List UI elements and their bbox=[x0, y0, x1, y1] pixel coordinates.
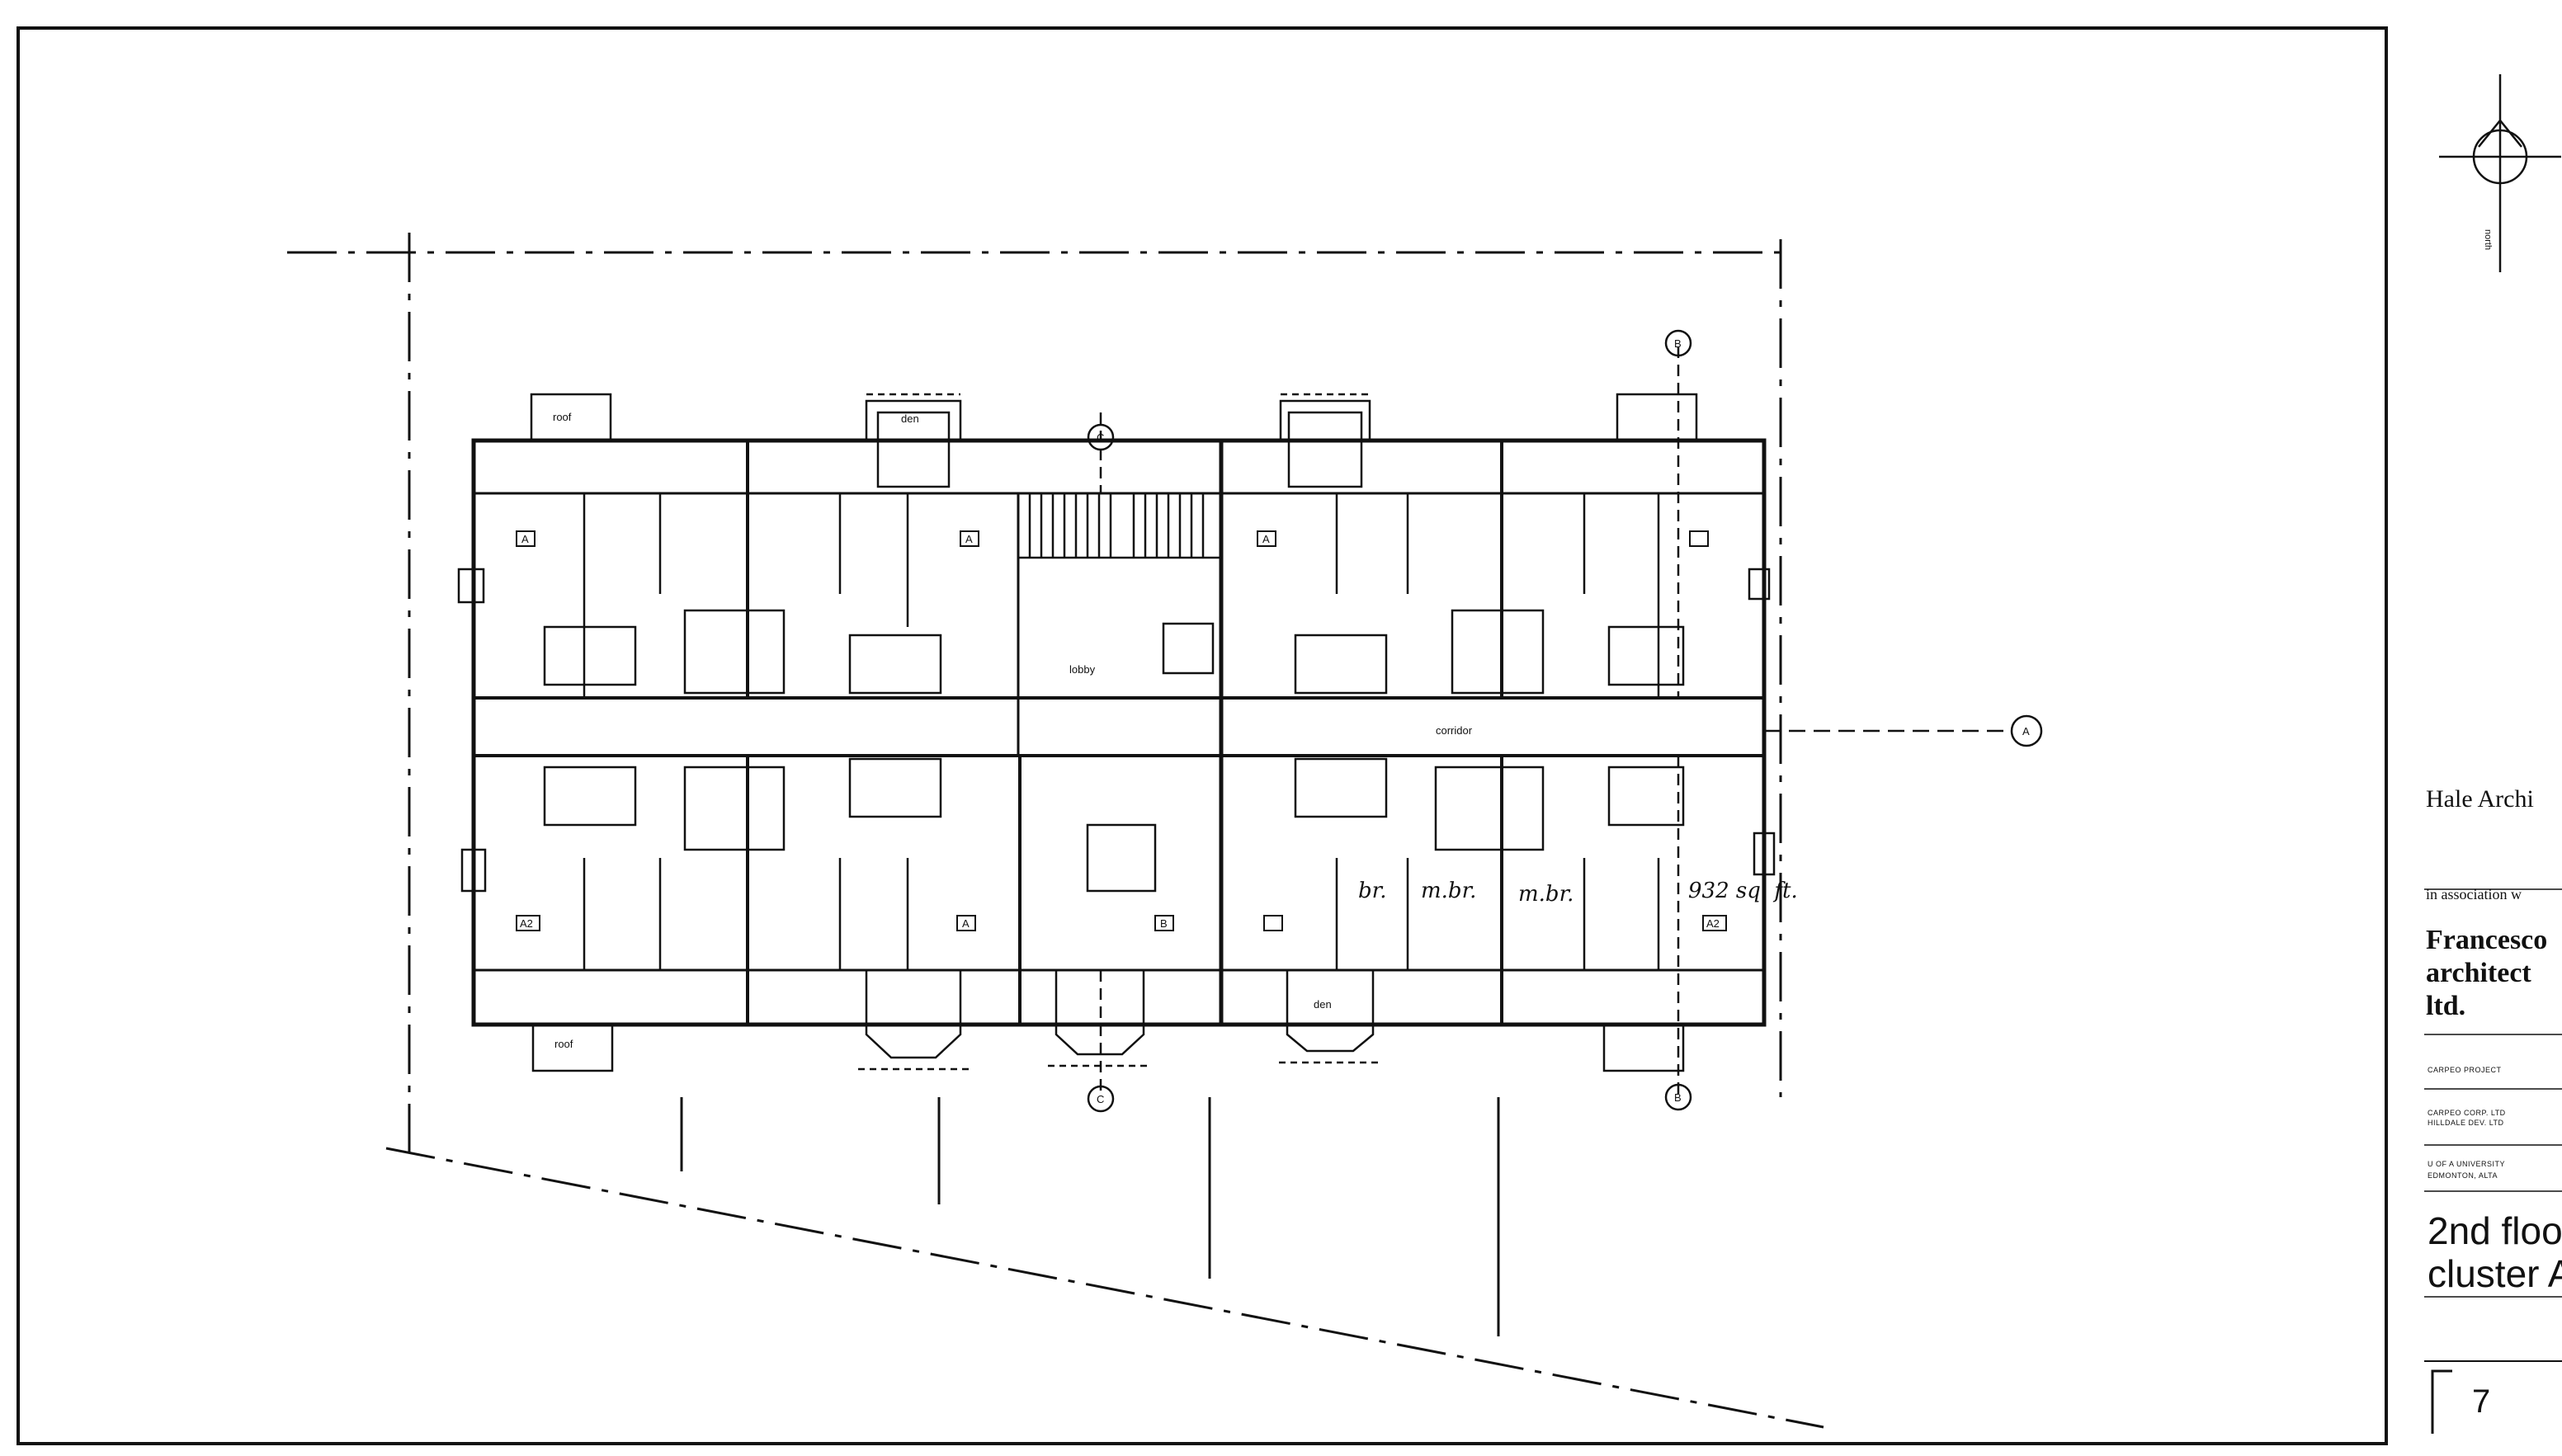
label-roof-bottom-left: roof bbox=[554, 1038, 573, 1050]
title-block bbox=[2424, 888, 2562, 1434]
label-den-top-left: den bbox=[901, 412, 919, 425]
section-label-b-top: B bbox=[1674, 337, 1682, 350]
unit-tag-b: B bbox=[1160, 917, 1168, 930]
unit-tag-a2-1: A2 bbox=[520, 917, 533, 930]
unit-tags bbox=[516, 530, 1727, 931]
association-text: in association w bbox=[2426, 886, 2522, 902]
section-label-b-bottom: B bbox=[1674, 1091, 1682, 1104]
firm-name: Hale Archi bbox=[2426, 785, 2534, 813]
projections-top bbox=[530, 393, 1698, 488]
unit-tag-a-2: A bbox=[965, 533, 973, 545]
section-label-c-top: C bbox=[1097, 431, 1104, 444]
location-line-1: U OF A UNIVERSITY bbox=[2428, 1160, 2505, 1168]
section-marker-b-top bbox=[1664, 329, 1692, 698]
label-lobby: lobby bbox=[1069, 663, 1096, 676]
section-label-c-bottom: C bbox=[1097, 1093, 1104, 1105]
sheet-border bbox=[17, 26, 2388, 1445]
label-roof-top-left: roof bbox=[553, 411, 572, 423]
sheet-number: 7 bbox=[2472, 1383, 2490, 1420]
associate-logo-line-3: ltd. bbox=[2426, 991, 2465, 1021]
label-corridor: corridor bbox=[1436, 724, 1473, 737]
client-line-2: HILLDALE DEV. LTD bbox=[2428, 1119, 2504, 1127]
location-line-2: EDMONTON, ALTA bbox=[2428, 1171, 2498, 1180]
section-marker-c-bottom bbox=[1087, 970, 1115, 1113]
unit-tag-a-3: A bbox=[1262, 533, 1270, 545]
side-stubs bbox=[457, 568, 1776, 893]
drawing-title-line-2: cluster A bbox=[2428, 1252, 2562, 1295]
section-label-a: A bbox=[2022, 725, 2030, 737]
section-marker-a bbox=[1764, 714, 2043, 747]
handwritten-mbr-2: m.br. bbox=[1518, 882, 1574, 907]
unit-tag-a2-2: A2 bbox=[1706, 917, 1720, 930]
unit-walls bbox=[746, 441, 1503, 1025]
handwritten-mbr-1: m.br. bbox=[1421, 879, 1476, 903]
drawing-title-line-1: 2nd floo bbox=[2428, 1209, 2562, 1252]
client-line-1: CARPEO CORP. LTD bbox=[2428, 1109, 2506, 1117]
associate-logo-line-2: architect bbox=[2426, 958, 2531, 988]
north-arrow-icon bbox=[2439, 74, 2561, 272]
project-label: CARPEO PROJECT bbox=[2428, 1066, 2502, 1074]
north-label: north bbox=[2483, 229, 2493, 250]
grid-ticks bbox=[680, 1097, 1500, 1336]
projections-bottom bbox=[531, 970, 1685, 1072]
handwritten-area: 932 sq. ft. bbox=[1688, 879, 1798, 903]
associate-logo-line-1: Francesco bbox=[2426, 925, 2547, 955]
unit-tag-a-4: A bbox=[962, 917, 970, 930]
unit-tag-a-1: A bbox=[521, 533, 529, 545]
section-marker-c-top bbox=[1087, 412, 1115, 493]
room-partitions bbox=[543, 493, 1685, 970]
handwritten-br: br. bbox=[1358, 879, 1386, 903]
section-marker-b-bottom bbox=[1664, 756, 1692, 1111]
property-lines bbox=[287, 233, 1824, 1429]
building-outline bbox=[471, 438, 1767, 1027]
label-den-bottom: den bbox=[1314, 998, 1332, 1011]
stair bbox=[1017, 492, 1223, 559]
